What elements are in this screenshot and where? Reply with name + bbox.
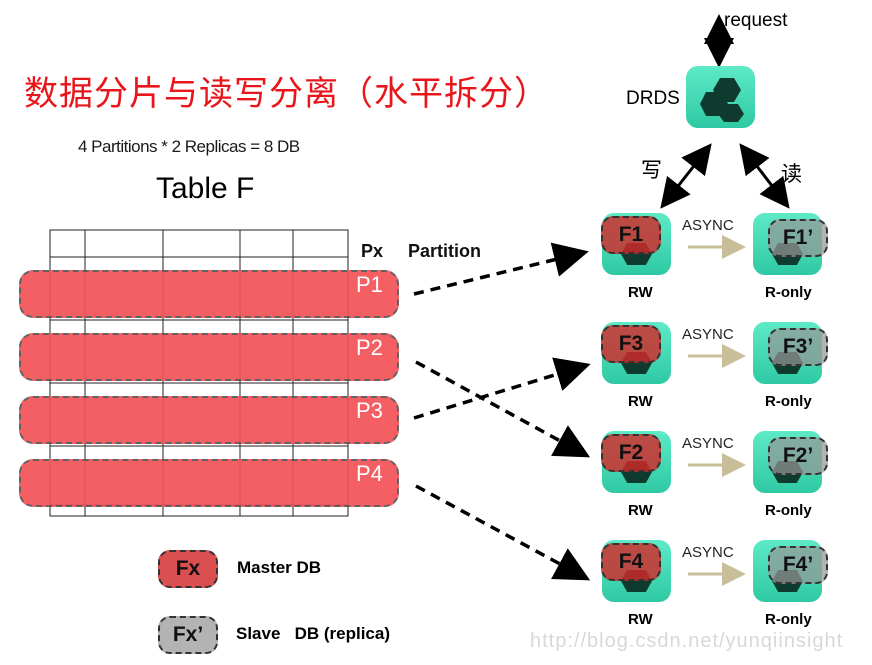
request-label: request [724,10,788,31]
px-column-header: Px [361,241,384,261]
rw-label-3: RW [628,502,653,519]
rw-label-2: RW [628,393,653,410]
legend-master-badge: Fx [158,550,218,588]
async-label-4: ASYNC [682,544,734,561]
legend-slave-badge: Fx’ [158,616,218,654]
slide-title: 数据分片与读写分离（水平拆分） [24,74,549,114]
master-badge-4: F4 [601,543,661,581]
rw-label-1: RW [628,284,653,301]
partition-column-header: Partition [408,241,482,261]
ro-label-2: R-only [765,393,812,410]
rw-label-4: RW [628,611,653,628]
master-badge-1: F1 [601,216,661,254]
ro-label-4: R-only [765,611,812,628]
async-label-2: ASYNC [682,326,734,343]
route-arrow-p2 [415,360,591,458]
slave-badge-2: F3’ [768,328,828,366]
route-arrow-p4 [415,484,591,581]
slave-badge-3: F2’ [768,437,828,475]
route-arrow-p3 [413,357,591,420]
slave-badge-1: F1’ [768,219,828,257]
slave-badge-4: F4’ [768,546,828,584]
partition-label-p1: P1 [356,272,383,297]
ro-label-1: R-only [765,284,812,301]
watermark: http://blog.csdn.net/yunqiinsight [530,630,844,652]
read-arrow [739,143,790,209]
partition-label-p2: P2 [356,335,383,360]
drds-logo-icon [700,78,744,122]
partition-band-p2 [19,333,399,381]
partition-label-p4: P4 [356,461,383,486]
master-badge-3: F2 [601,434,661,472]
async-label-1: ASYNC [682,217,734,234]
drds-node [686,66,755,128]
partition-band-p1 [19,270,399,318]
async-label-3: ASYNC [682,435,734,452]
partition-label-p3: P3 [356,398,383,423]
legend-master-label: Master DB [237,558,322,577]
partition-formula: 4 Partitions * 2 Replicas = 8 DB [78,137,300,156]
table-title: Table F [156,172,255,205]
read-label: 读 [781,162,802,186]
partition-band-p4 [19,459,399,507]
drds-label: DRDS [626,88,680,109]
write-arrow [660,143,712,209]
partition-band-p3 [19,396,399,444]
route-arrow-p1 [413,242,589,296]
ro-label-3: R-only [765,502,812,519]
write-label: 写 [641,158,662,182]
master-badge-2: F3 [601,325,661,363]
legend-slave-label: Slave DB (replica) [236,624,391,643]
